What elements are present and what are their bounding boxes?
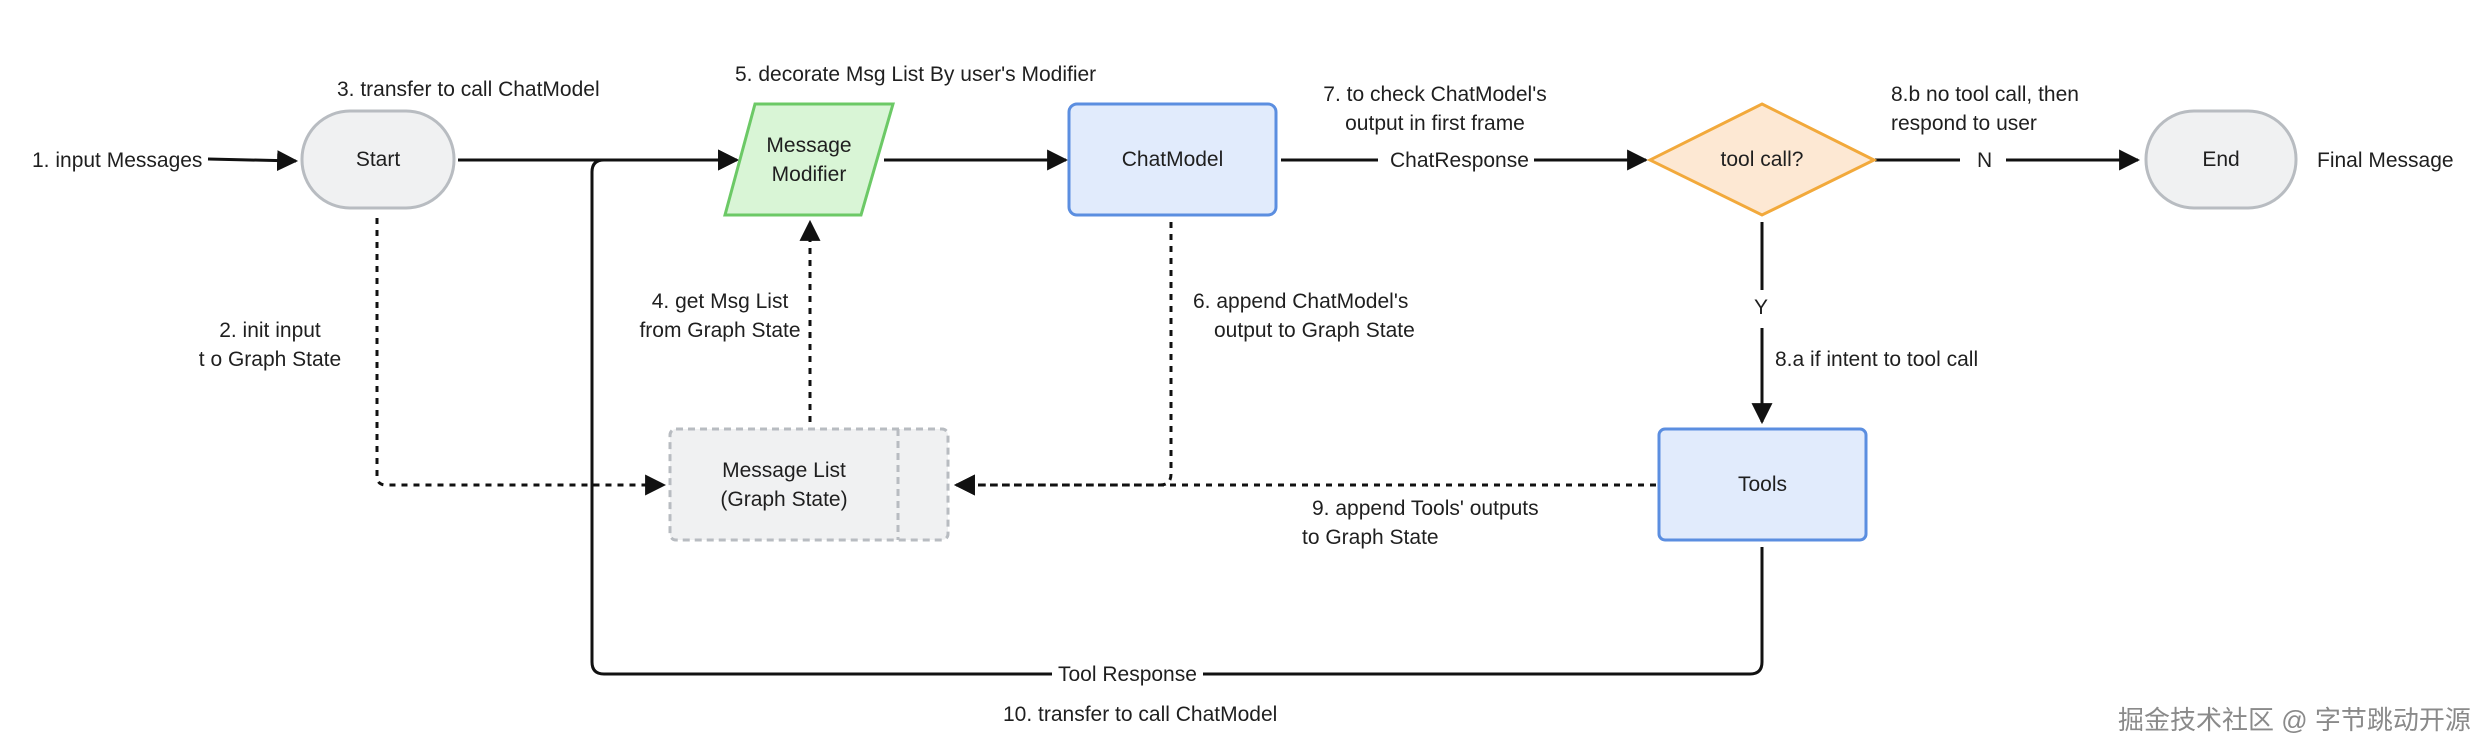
label-no-tool-call: 8.b no tool call, then respond to user xyxy=(1891,80,2079,138)
tool-call-node-label: tool call? xyxy=(1720,148,1804,171)
label-check-chatmodel-line2: output in first frame xyxy=(1345,112,1525,135)
label-branch-n: N xyxy=(1977,149,1993,172)
label-branch-y: Y xyxy=(1754,296,1769,319)
start-node xyxy=(300,109,456,210)
chatmodel-node-label: ChatModel xyxy=(1121,148,1224,171)
chatmodel-node xyxy=(1067,102,1278,217)
label-check-chatmodel-line1: 7. to check ChatModel's xyxy=(1323,83,1547,106)
label-init-input-line1: 2. init input xyxy=(219,319,321,342)
label-get-msg-list: 4. get Msg List from Graph State xyxy=(620,287,820,345)
label-append-tools-line1: 9. append Tools' outputs xyxy=(1312,497,1539,520)
label-intent-tool-call: 8.a if intent to tool call xyxy=(1775,348,1979,371)
edge-input-to-start xyxy=(207,150,299,172)
label-tool-response: Tool Response xyxy=(1052,660,1203,689)
watermark: 掘金技术社区 @ 字节跳动开源 xyxy=(2118,705,2471,735)
end-node-label: End xyxy=(2202,148,2240,171)
label-init-input-line2: t o Graph State xyxy=(198,348,342,371)
edge-tools-loop-back xyxy=(590,149,1764,676)
label-no-tool-call-line1: 8.b no tool call, then xyxy=(1891,83,2079,106)
start-node-label: Start xyxy=(355,148,401,171)
message-modifier-node-label: Message Modifier xyxy=(766,133,852,186)
label-append-tools-line2: to Graph State xyxy=(1302,526,1439,549)
label-get-msg-list-line2: from Graph State xyxy=(639,319,801,342)
edge-chatmodel-to-state xyxy=(953,222,1173,496)
label-no-tool-call-line2: respond to user xyxy=(1891,112,2037,135)
tools-node-label: Tools xyxy=(1737,473,1788,496)
label-init-input: 2. init input t o Graph State xyxy=(170,316,370,374)
edge-start-to-state xyxy=(375,218,667,496)
end-node xyxy=(2144,109,2298,210)
message-modifier-node xyxy=(723,102,895,217)
label-append-chatmodel-line1: 6. append ChatModel's xyxy=(1193,290,1409,313)
label-append-chatmodel-line2: output to Graph State xyxy=(1214,319,1415,342)
label-transfer-call: 3. transfer to call ChatModel xyxy=(337,78,600,101)
message-list-node-label: Message List (Graph State) xyxy=(720,458,848,511)
tool-call-decision-node xyxy=(1646,102,1878,217)
label-chat-response: ChatResponse xyxy=(1390,149,1529,172)
label-final-message: Final Message xyxy=(2317,149,2454,172)
label-transfer-call-2: 10. transfer to call ChatModel xyxy=(1003,703,1278,726)
label-get-msg-list-line1: 4. get Msg List xyxy=(651,290,789,313)
label-append-tools: 9. append Tools' outputs to Graph State xyxy=(1302,494,1539,552)
label-decorate: 5. decorate Msg List By user's Modifier xyxy=(735,63,1097,86)
label-input-messages: 1. input Messages xyxy=(32,149,203,172)
tools-node xyxy=(1657,427,1868,542)
message-list-node xyxy=(668,427,950,542)
label-append-chatmodel: 6. append ChatModel's output to Graph St… xyxy=(1193,287,1415,345)
label-check-chatmodel: 7. to check ChatModel's output in first … xyxy=(1305,80,1565,138)
